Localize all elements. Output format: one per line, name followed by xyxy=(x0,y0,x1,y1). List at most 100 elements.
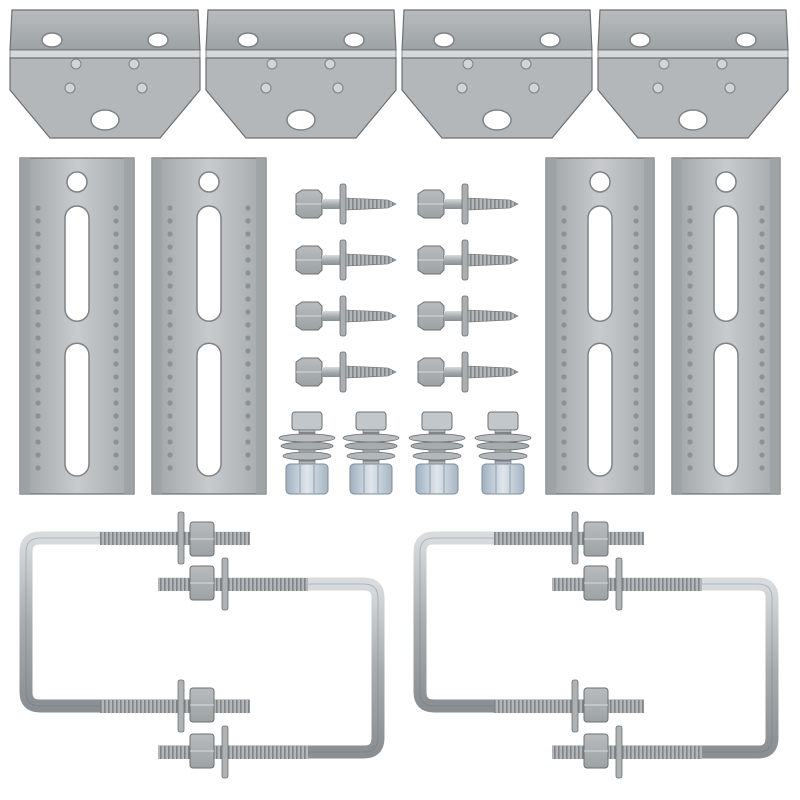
lock-washer xyxy=(412,451,462,461)
bracket-flange xyxy=(597,9,789,51)
channel-dimple xyxy=(113,257,119,263)
channel-dimple xyxy=(633,452,639,458)
channel-dimple xyxy=(113,322,119,328)
channel-dimple xyxy=(35,231,41,237)
u-bolt-washer xyxy=(571,679,579,733)
bolt-nut-sets xyxy=(278,411,532,495)
channel-dimple xyxy=(687,218,693,224)
bolt-nut-set xyxy=(342,411,400,495)
bracket-bend xyxy=(401,49,593,59)
u-bolt-thread xyxy=(158,746,308,759)
channel-dimple xyxy=(759,296,765,302)
channel-dimple xyxy=(759,309,765,315)
channel-flange-left xyxy=(546,158,556,494)
screw-washer xyxy=(339,239,347,281)
channel-dimple xyxy=(759,335,765,341)
channel-dimple xyxy=(245,205,251,211)
channel-dimple xyxy=(113,205,119,211)
bolt-head xyxy=(421,411,453,431)
channel-dimple xyxy=(687,335,693,341)
channel-dimple xyxy=(561,244,567,250)
channel-dimple xyxy=(687,439,693,445)
channel-dimple xyxy=(687,270,693,276)
channel-dimple xyxy=(687,413,693,419)
flat-washer xyxy=(280,441,334,451)
bracket-center-hole xyxy=(482,109,512,131)
screw-thread xyxy=(345,309,397,323)
channel-dimple xyxy=(561,296,567,302)
channel-dimple xyxy=(633,361,639,367)
u-bolt-assembly xyxy=(413,511,779,779)
bracket-hole xyxy=(41,32,63,48)
channel-dimple xyxy=(167,244,173,250)
channel-dimple xyxy=(245,335,251,341)
channel-dimple xyxy=(167,361,173,367)
channel-dimple xyxy=(759,374,765,380)
channel-dimple xyxy=(167,296,173,302)
channel-dimple xyxy=(633,270,639,276)
channel-dimple xyxy=(35,426,41,432)
lag-screw xyxy=(417,351,519,393)
channel-dimple xyxy=(245,348,251,354)
screw-washer xyxy=(339,183,347,225)
lock-nut xyxy=(415,463,459,495)
angle-bracket xyxy=(597,9,789,139)
channel-dimple xyxy=(167,413,173,419)
channel-dimple xyxy=(167,374,173,380)
channel-dimple xyxy=(687,426,693,432)
channel-flange-left xyxy=(672,158,682,494)
channel-dimple xyxy=(687,387,693,393)
channel-dimple xyxy=(687,374,693,380)
channel-dimple xyxy=(167,270,173,276)
channel-dimple xyxy=(35,439,41,445)
bracket-base xyxy=(9,57,201,139)
channel-top-hole xyxy=(198,171,220,193)
bracket-center-hole xyxy=(90,109,120,131)
channel-dimple xyxy=(35,296,41,302)
bolt-head xyxy=(355,411,387,431)
channel-dimple xyxy=(35,387,41,393)
screw-washer xyxy=(339,295,347,337)
channel-dimple xyxy=(561,309,567,315)
bracket-base xyxy=(597,57,789,139)
screw-washer xyxy=(461,183,469,225)
channel-dimple xyxy=(687,244,693,250)
channel-dimple xyxy=(35,218,41,224)
channel-dimple xyxy=(759,452,765,458)
channel-dimple xyxy=(561,218,567,224)
channel-dimple xyxy=(113,387,119,393)
bracket-dimple xyxy=(136,82,148,94)
u-bolt-washer xyxy=(177,511,185,565)
channel-dimple xyxy=(167,465,173,471)
screw-thread xyxy=(467,309,519,323)
channel-dimple xyxy=(633,283,639,289)
channel-dimple xyxy=(561,270,567,276)
channel-dimple xyxy=(633,322,639,328)
channel-dimple xyxy=(561,257,567,263)
channel-dimple xyxy=(35,361,41,367)
channel-dimple xyxy=(113,270,119,276)
lag-screw xyxy=(295,295,397,337)
channel-dimple xyxy=(245,439,251,445)
channel-dimple xyxy=(759,413,765,419)
channel-dimple xyxy=(167,400,173,406)
channel-dimple xyxy=(35,244,41,250)
channel-dimple xyxy=(687,309,693,315)
channel-dimple xyxy=(245,218,251,224)
channel-flange-right xyxy=(770,158,780,494)
channel-dimple xyxy=(245,231,251,237)
bracket-dimple xyxy=(456,82,468,94)
screw-washer xyxy=(339,351,347,393)
channel-dimple xyxy=(35,257,41,263)
screw-washer xyxy=(461,295,469,337)
lag-screw xyxy=(295,351,397,393)
channel-dimple xyxy=(759,270,765,276)
channel-slot xyxy=(713,205,739,322)
screw-shank xyxy=(322,199,342,209)
u-bolt-washer xyxy=(615,725,623,779)
bracket-dimple xyxy=(528,82,540,94)
channel-dimple xyxy=(561,400,567,406)
channel-dimple xyxy=(35,452,41,458)
screw-thread xyxy=(345,253,397,267)
screw-shank xyxy=(444,367,464,377)
